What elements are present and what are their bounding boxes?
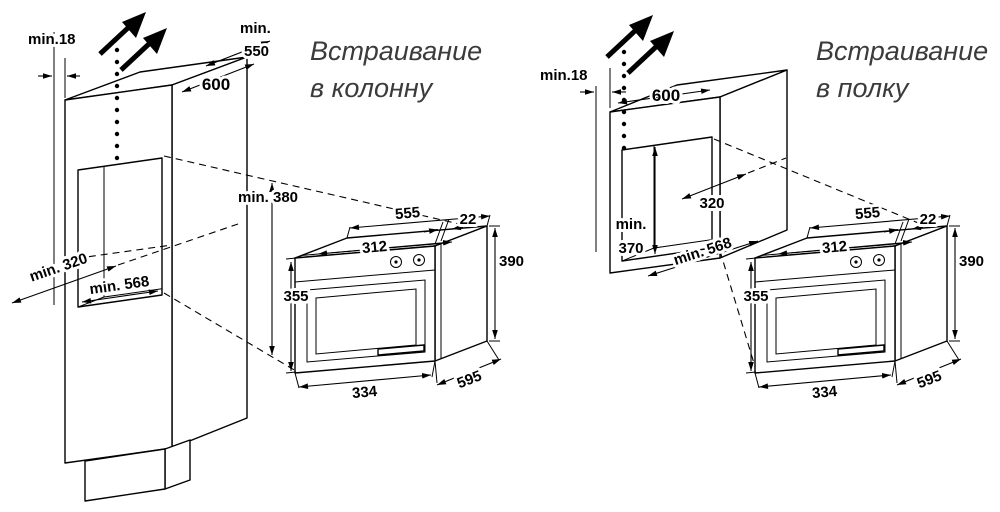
dim-niche-height-380: min. 380	[235, 183, 301, 355]
dim-oven-22: 22	[883, 208, 939, 245]
airflow-dots-icon	[621, 49, 627, 151]
oven-control-panel-line	[754, 269, 896, 283]
dim-label-312: 312	[821, 238, 847, 257]
dim-label-min550-line2: 550	[244, 43, 269, 60]
dim-label-22: 22	[460, 211, 477, 228]
dim-label-min380: min. 380	[238, 189, 298, 206]
dim-label-600: 600	[652, 86, 680, 105]
oven-side-face	[894, 225, 948, 362]
oven-control-panel-line	[294, 269, 436, 283]
guide-line-top	[713, 138, 929, 228]
guide-line-top	[163, 155, 469, 227]
cabinet-plinth	[84, 448, 166, 502]
dim-oven-390: 390	[489, 225, 527, 342]
oven-door-handle	[377, 344, 425, 356]
hidden-shelf-line	[64, 244, 173, 261]
dim-top-gap: min.18	[537, 64, 626, 108]
oven-side-face	[434, 225, 488, 362]
cabinet-side-face	[171, 56, 248, 449]
dim-niche-height-370: min. 370	[613, 147, 658, 260]
dim-oven-334: 334	[754, 360, 896, 405]
dim-label-390: 390	[499, 253, 524, 270]
dim-label-555: 555	[854, 204, 880, 223]
dim-label-600: 600	[202, 75, 230, 94]
dim-oven-555: 555	[806, 201, 951, 239]
depth-extension-line	[747, 157, 787, 174]
oven-knob	[850, 256, 862, 268]
oven-door	[766, 279, 886, 363]
dim-label-min18: min.18	[540, 67, 588, 84]
shelf-cabinet	[609, 69, 788, 274]
oven-knob	[390, 256, 402, 268]
dim-label-334: 334	[351, 383, 378, 402]
airflow-arrow-icon	[98, 12, 167, 72]
dim-label-355: 355	[743, 288, 768, 305]
panel-title-shelf-line2: в полку	[816, 73, 910, 103]
panel-title-column-line2: в колонну	[310, 73, 434, 103]
dim-label-min550-line1: min.	[240, 20, 271, 37]
dim-label-334: 334	[811, 383, 838, 402]
oven-door	[306, 279, 426, 363]
dim-oven-355: 355	[740, 257, 772, 374]
dim-label-320: 320	[699, 195, 724, 212]
guide-line-bottom	[163, 292, 297, 372]
dim-label-595: 595	[455, 367, 484, 392]
oven-left: 555 312 22 390	[280, 201, 527, 405]
dim-label-595: 595	[915, 367, 944, 392]
airflow-dots-icon	[114, 47, 120, 161]
dim-label-min18: min.18	[28, 31, 76, 48]
dim-oven-355: 355	[280, 257, 312, 374]
dim-label-min370-line1: min.	[616, 216, 647, 233]
dim-label-22: 22	[920, 211, 937, 228]
dim-oven-390: 390	[949, 225, 987, 342]
dim-top-width-600: 600	[181, 63, 255, 97]
dim-oven-22: 22	[423, 208, 479, 245]
dim-label-390: 390	[959, 253, 984, 270]
dim-top-width-600: 600	[617, 83, 711, 108]
oven-door-handle	[837, 344, 885, 356]
dim-label-312: 312	[361, 238, 387, 257]
dim-oven-312: 312	[777, 235, 913, 260]
panel-shelf: min.18 600 320 min. 370 min. 568 Встраив…	[537, 15, 988, 405]
dim-top-gap: min.18	[25, 28, 80, 98]
depth-extension-line	[117, 223, 239, 266]
airflow-arrow-icon	[605, 15, 674, 75]
guide-line-bottom	[719, 250, 757, 371]
dim-oven-555: 555	[346, 201, 491, 239]
cabinet-plinth-side	[164, 439, 191, 490]
panel-column: min.18 600 min. 550 min. 380 min. 320 mi…	[11, 12, 527, 502]
dim-niche-depth-320: 320	[681, 173, 747, 215]
panel-title-column-line1: Встраивание	[310, 36, 482, 66]
dim-label-min370-line2: 370	[618, 240, 643, 257]
cabinet-side-face	[719, 69, 788, 259]
panel-title-shelf-line1: Встраивание	[816, 36, 988, 66]
dim-label-555: 555	[394, 204, 420, 223]
dim-label-355: 355	[283, 288, 308, 305]
dim-depth-min550: min. 550	[205, 17, 274, 67]
